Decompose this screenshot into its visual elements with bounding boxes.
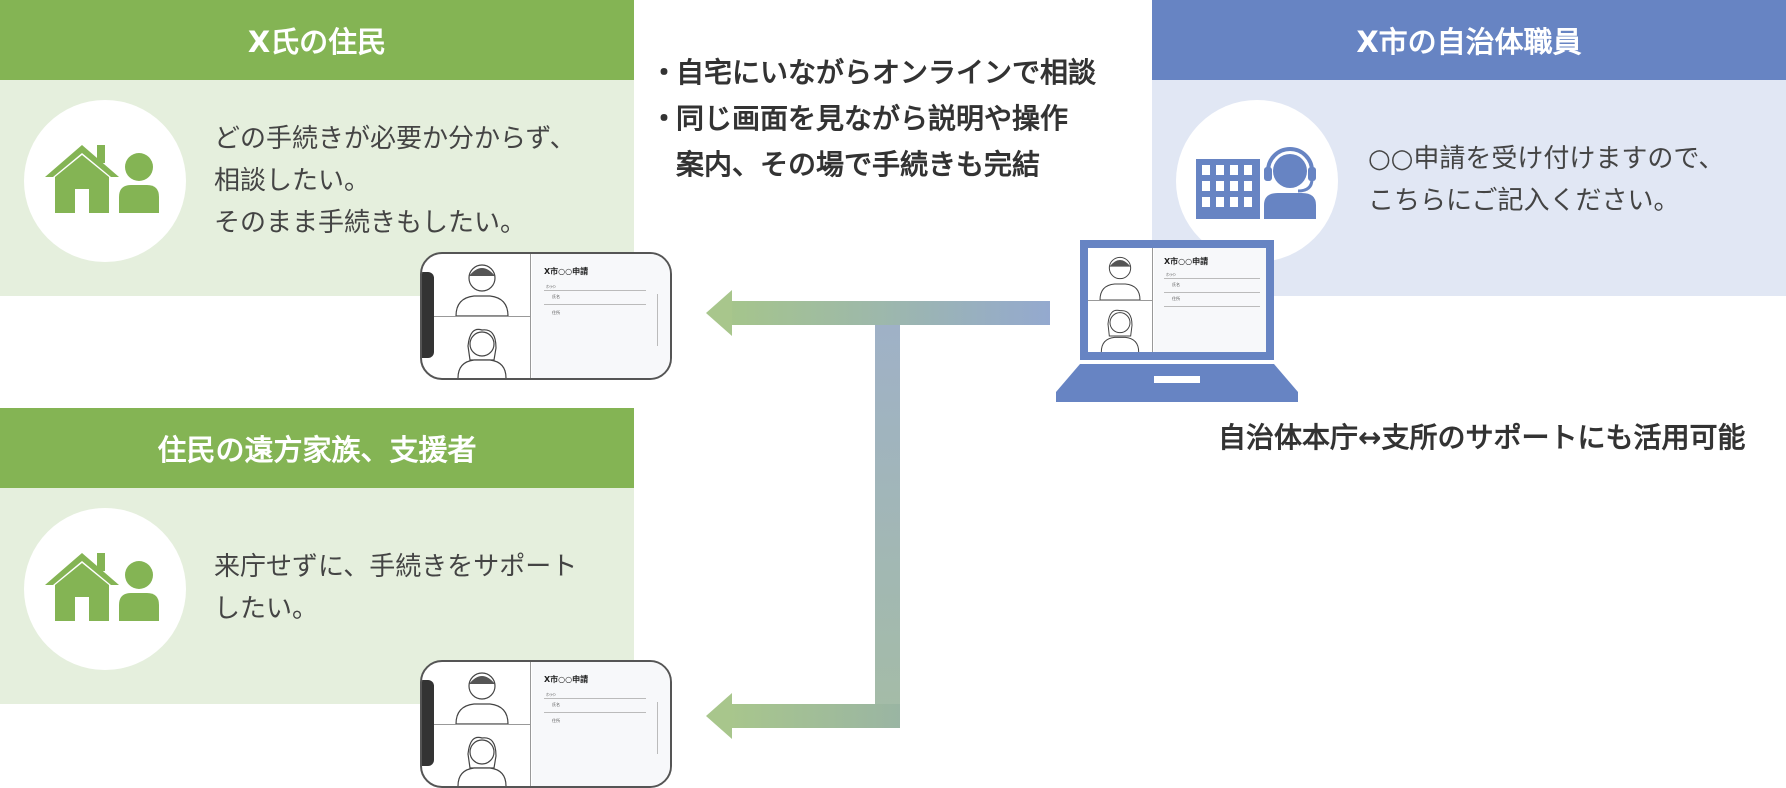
arrow-shaft-vertical: [875, 325, 900, 723]
family-phone-screen: X市○○申請 ｵﾝﾗｲﾝ 氏名 住所: [420, 660, 672, 788]
building-operator-icon: [1196, 147, 1316, 219]
house-person-icon: [45, 145, 159, 213]
arrow-shaft-bottom: [728, 704, 900, 728]
laptop-screen: X市○○申請 ｵﾝﾗｲﾝ 氏名 住所: [1088, 248, 1266, 352]
staff-avatar-icon: [455, 672, 509, 786]
staff-avatar-icon: [455, 264, 509, 378]
staff-panel-title: X市の自治体職員: [1152, 0, 1786, 80]
resident-phone-screen: X市○○申請 ｵﾝﾗｲﾝ 氏名 住所: [420, 252, 672, 380]
application-form: X市○○申請 ｵﾝﾗｲﾝ 氏名 住所: [532, 662, 670, 786]
staff-description: ○○申請を受け付けますので、 こちらにご記入ください。: [1368, 144, 1725, 216]
house-person-icon: [45, 553, 159, 621]
family-description: 来庁せずに、手続きをサポート したい。: [214, 552, 578, 624]
arrow-head-top: [706, 290, 732, 336]
staff-avatar-icon: [1099, 256, 1141, 352]
family-icon-circle: [24, 508, 186, 670]
family-panel-title: 住民の遠方家族、支援者: [0, 408, 634, 488]
form-title: X市○○申請: [544, 675, 589, 684]
arrow-shaft-top: [728, 301, 1050, 325]
support-note: 自治体本庁↔支所のサポートにも活用可能: [1218, 421, 1746, 454]
staff-icon-circle: [1176, 100, 1338, 262]
resident-icon-circle: [24, 100, 186, 262]
arrow-head-bottom: [706, 693, 732, 739]
resident-description: どの手続きが必要か分からず、 相談したい。 そのまま手続きもしたい。: [214, 124, 576, 238]
form-title: X市○○申請: [544, 267, 589, 276]
resident-panel-title: X氏の住民: [0, 0, 634, 80]
staff-laptop: X市○○申請 ｵﾝﾗｲﾝ 氏名 住所: [1056, 240, 1298, 406]
feature-item: ・同じ画面を見ながら説明や操作 案内、その場で手続きも完結: [650, 102, 1069, 181]
application-form: X市○○申請 ｵﾝﾗｲﾝ 氏名 住所: [532, 254, 670, 378]
form-title: X市○○申請: [1164, 257, 1209, 266]
feature-item: ・自宅にいながらオンラインで相談: [650, 56, 1097, 89]
feature-list: ・自宅にいながらオンラインで相談 ・同じ画面を見ながら説明や操作 案内、その場で…: [650, 50, 1096, 188]
application-form: X市○○申請 ｵﾝﾗｲﾝ 氏名 住所: [1154, 248, 1266, 352]
